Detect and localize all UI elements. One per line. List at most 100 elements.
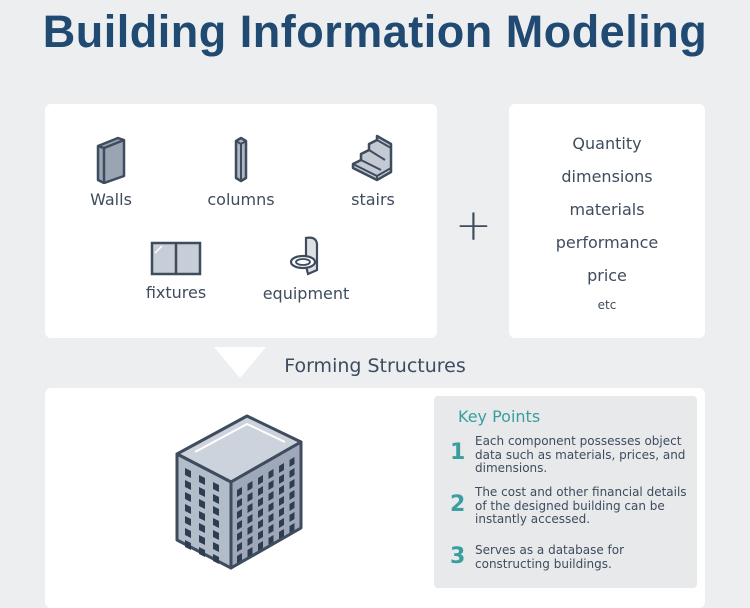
window [185,468,191,478]
window [258,530,263,540]
window [289,479,295,489]
window [247,481,253,491]
component-label: Walls [90,190,132,209]
attribute-item: performance [555,233,659,252]
point-text: The cost and other financial details of … [475,485,687,526]
window [237,520,242,530]
wall-icon [96,136,126,184]
window [247,514,253,524]
window-icon [150,241,202,276]
window [247,536,253,546]
window [213,518,219,528]
window [258,475,263,485]
window [213,494,219,504]
window [199,523,205,533]
component-equipment: equipment [246,236,366,303]
window [279,485,284,495]
window [258,508,263,518]
window [185,504,191,514]
component-label: fixtures [145,283,207,302]
window [289,468,295,478]
window [185,516,191,526]
window [247,503,253,513]
window [268,480,274,490]
window [237,553,242,563]
window [199,487,205,497]
window [199,511,205,521]
window [268,535,274,545]
window [199,499,205,509]
window [279,529,284,539]
window [213,482,219,492]
window [279,507,284,517]
window [185,492,191,502]
window [258,486,263,496]
window [268,513,274,523]
building-icon [175,414,303,570]
window [258,541,263,551]
plus-icon: + [455,200,492,251]
attributes-card: Quantity dimensions materials performanc… [509,104,705,338]
window [237,531,242,541]
point-text: Each component possesses object data suc… [475,434,686,475]
component-walls: Walls [51,136,171,209]
component-label: equipment [262,284,350,303]
window [279,496,284,506]
toilet-icon [289,236,319,276]
point-number: 3 [450,544,466,569]
window [213,530,219,540]
window [237,542,242,552]
window [185,528,191,538]
window [247,525,253,535]
window [237,498,242,508]
column-icon [234,136,248,183]
window [199,475,205,485]
window [258,497,263,507]
key-points-title: Key Points [458,407,541,426]
component-label: columns [207,190,275,209]
key-points-panel: Key Points 1 Each component possesses ob… [434,396,697,588]
window [289,512,295,522]
attribute-item: Quantity [572,134,642,153]
window [185,480,191,490]
attribute-item: price [587,266,627,285]
window [268,524,274,534]
down-arrow-icon [214,347,266,378]
window [213,554,219,564]
structure-card: Key Points 1 Each component possesses ob… [45,388,705,608]
window [279,463,284,473]
attribute-item: dimensions [561,167,653,186]
point-number: 2 [450,492,466,517]
window [258,519,263,529]
window [279,518,284,528]
window [289,490,295,500]
component-stairs: stairs [313,134,433,209]
window [289,523,295,533]
window [268,502,274,512]
window [185,540,191,550]
component-columns: columns [181,136,301,209]
window [289,501,295,511]
attribute-item: etc [597,298,617,312]
page-title: Building Information Modeling [42,6,708,57]
components-card: Walls columns stairs fixtures equipment [45,104,437,338]
attribute-item: materials [569,200,645,219]
component-label: stairs [351,190,395,209]
component-fixtures: fixtures [116,241,236,302]
window [268,469,274,479]
window [199,535,205,545]
window [199,547,205,557]
window [268,491,274,501]
window [247,492,253,502]
window [289,457,295,467]
forming-label: Forming Structures [284,355,466,377]
window [213,542,219,552]
point-text: Serves as a database for constructing bu… [475,543,625,571]
window [237,487,242,497]
stairs-icon [351,134,393,182]
window [237,509,242,519]
window [247,547,253,557]
point-number: 1 [450,440,466,465]
window [279,474,284,484]
window [213,506,219,516]
